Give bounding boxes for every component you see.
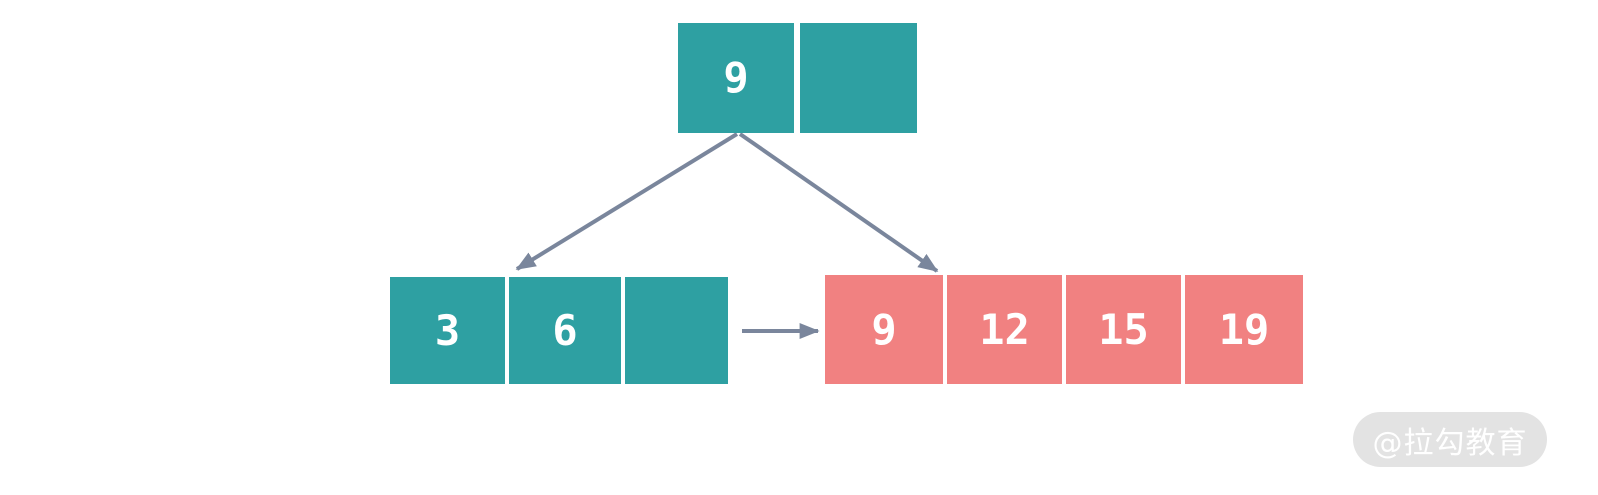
leaf-cell-key: 19 [1185,275,1303,384]
root-node: 9 [678,23,917,133]
leaf-cell-empty [625,277,728,384]
leaf-cell-key: 9 [825,275,943,384]
right-leaf-node: 9 12 15 19 [825,275,1303,384]
edge-root-to-left-leaf-arrow [515,132,739,271]
leaf-cell-key: 6 [509,277,621,384]
edge-root-to-right-leaf-arrow [738,132,939,273]
root-cell-empty [800,23,917,133]
left-leaf-node: 3 6 [390,277,728,384]
leaf-cell-key: 15 [1066,275,1181,384]
watermark-badge: @拉勾教育 [1353,412,1547,467]
leaf-cell-key: 3 [390,277,505,384]
root-cell-key: 9 [678,23,794,133]
leaf-cell-key: 12 [947,275,1062,384]
